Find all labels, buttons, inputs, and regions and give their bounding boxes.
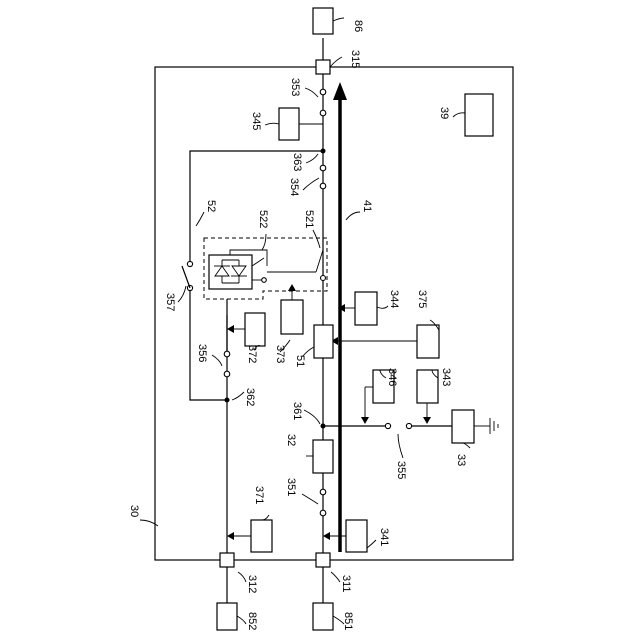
- box-345: [279, 108, 299, 140]
- label-52: 52: [205, 200, 217, 212]
- label-361: 361: [291, 402, 303, 420]
- label-851: 851: [342, 612, 354, 630]
- box-372: [245, 313, 265, 346]
- switch-354-contact-b: [320, 183, 326, 189]
- box-371: [251, 520, 272, 552]
- label-311: 311: [340, 575, 352, 593]
- label-852: 852: [246, 612, 258, 630]
- label-51: 51: [294, 355, 306, 367]
- switch-357-blade: [182, 266, 190, 288]
- switch-355-contact-b: [406, 423, 411, 428]
- label-344: 344: [388, 290, 400, 308]
- label-371: 371: [253, 486, 265, 504]
- box-851: [313, 603, 333, 630]
- label-39: 39: [438, 107, 450, 119]
- label-363: 363: [291, 153, 303, 171]
- switch-521-blade: [316, 250, 323, 272]
- label-315: 315: [349, 50, 361, 68]
- box-33: [452, 410, 474, 443]
- label-373: 373: [274, 345, 286, 363]
- label-355: 355: [395, 461, 407, 479]
- label-375: 375: [416, 290, 428, 308]
- switch-356-contact-b: [224, 371, 230, 377]
- label-351: 351: [285, 478, 297, 496]
- box-375: [417, 325, 439, 358]
- label-346: 346: [386, 368, 398, 386]
- label-30: 30: [128, 505, 140, 517]
- switch-354-contact-a: [320, 165, 326, 171]
- switch-356-contact-a: [224, 351, 230, 357]
- housing-30: [155, 67, 513, 560]
- box-852: [217, 603, 237, 630]
- label-345: 345: [250, 112, 262, 130]
- switch-353-contact-b: [320, 110, 326, 116]
- label-521: 521: [303, 210, 315, 228]
- switch-357-contact-a: [187, 261, 192, 266]
- label-362: 362: [244, 388, 256, 406]
- switch-351-contact-b: [320, 510, 326, 516]
- box-373: [281, 300, 303, 334]
- label-41: 41: [361, 200, 373, 212]
- label-353: 353: [289, 78, 301, 96]
- label-357: 357: [164, 293, 176, 311]
- node-362: [225, 398, 230, 403]
- terminal-312: [220, 553, 234, 567]
- label-32: 32: [285, 434, 297, 446]
- label-343: 343: [440, 368, 452, 386]
- label-356: 356: [196, 344, 208, 362]
- box-341: [346, 520, 367, 552]
- terminal-315: [316, 60, 330, 74]
- terminal-311: [316, 553, 330, 567]
- box-51: [314, 325, 333, 358]
- label-341: 341: [378, 528, 390, 546]
- switch-521-contact: [321, 276, 326, 281]
- box-86: [313, 8, 333, 34]
- switch-355-contact-a: [385, 423, 390, 428]
- label-86: 86: [352, 20, 364, 32]
- box-39: [465, 94, 493, 136]
- label-312: 312: [246, 575, 258, 593]
- box-344: [355, 292, 377, 325]
- box-32: [313, 440, 333, 473]
- label-354: 354: [288, 178, 300, 196]
- switch-353-contact-a: [320, 89, 326, 95]
- label-33: 33: [455, 454, 467, 466]
- label-522: 522: [257, 210, 269, 228]
- switch-351-contact-a: [320, 489, 326, 495]
- label-372: 372: [246, 345, 258, 363]
- bus-arrow: [333, 82, 347, 100]
